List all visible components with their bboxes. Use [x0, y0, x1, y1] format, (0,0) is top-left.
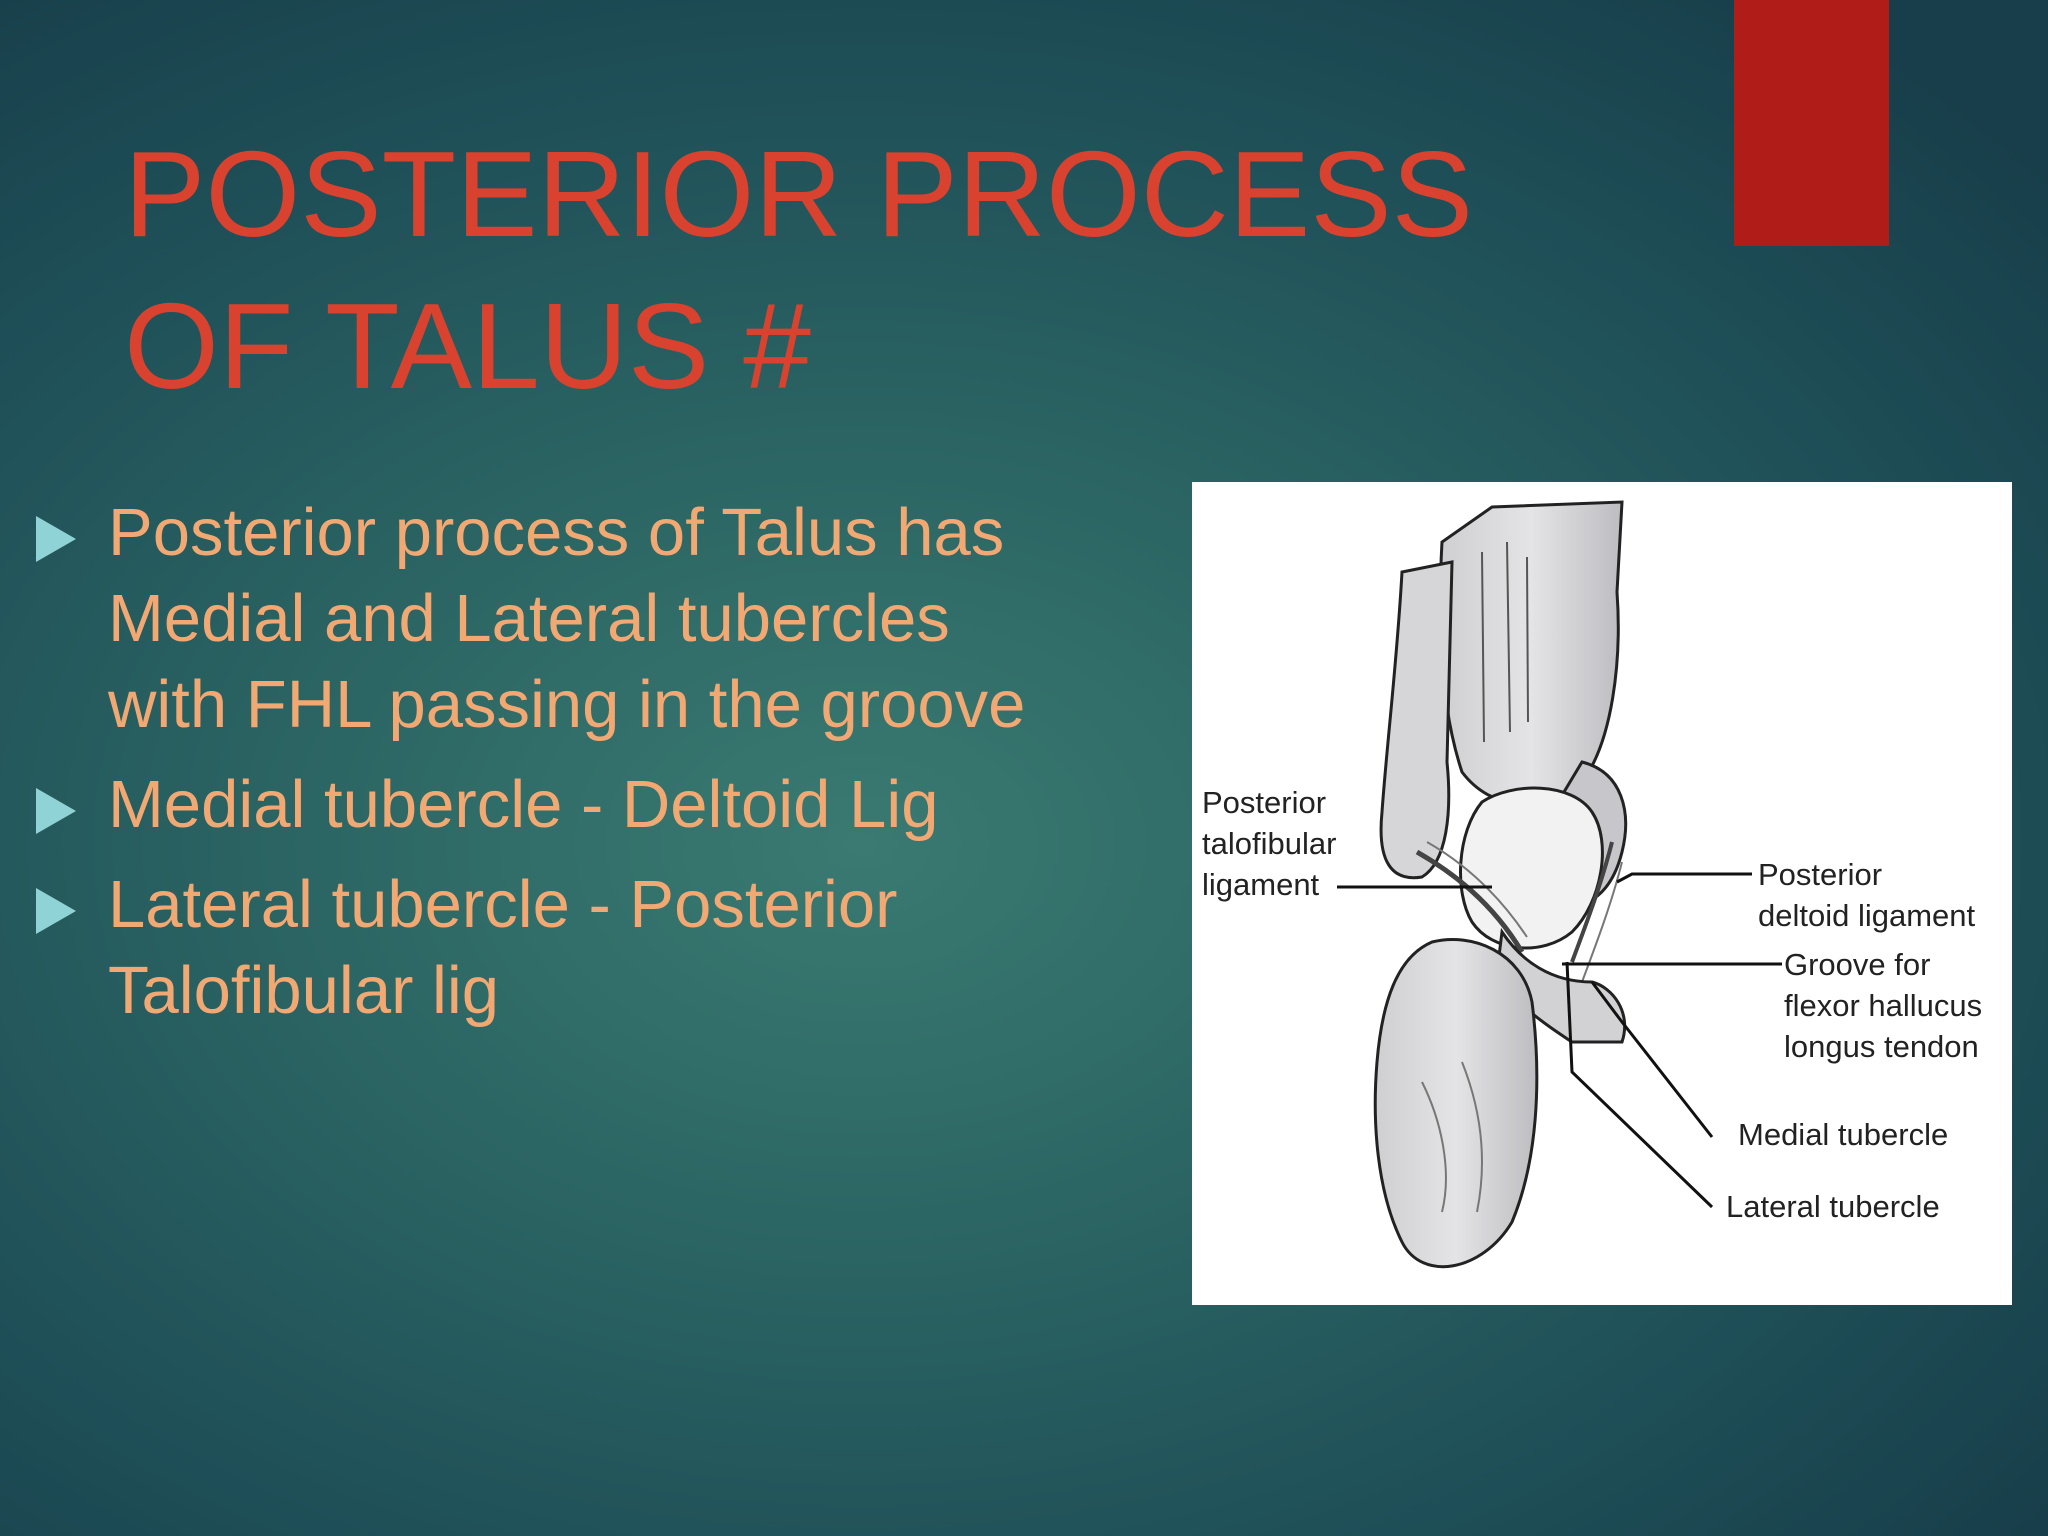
- fibula-bone: [1379, 560, 1454, 880]
- bullet-text-line: Talofibular lig: [108, 953, 500, 1028]
- accent-bar: [1734, 0, 1889, 246]
- bullet-item: Posterior process of Talus has Medial an…: [30, 490, 1170, 748]
- ankle-illustration: [1337, 500, 1782, 1269]
- label-posterior-deltoid-ligament: Posterior deltoid ligament: [1758, 857, 1976, 933]
- bullet-text-line: Lateral tubercle - Posterior: [108, 867, 898, 942]
- talus-bone: [1459, 786, 1604, 950]
- label-groove-for-fhl: Groove for flexor hallucus longus tendon: [1784, 947, 1983, 1064]
- calcaneus-bone: [1373, 938, 1539, 1269]
- label-lateral-tubercle: Lateral tubercle: [1726, 1189, 1940, 1224]
- triangle-bullet-icon: [36, 888, 76, 934]
- tibia-bone: [1438, 500, 1624, 805]
- bullet-text-line: Medial tubercle - Deltoid Lig: [108, 767, 939, 842]
- bullet-text-line: with FHL passing in the groove: [108, 667, 1026, 742]
- ankle-anatomy-figure: Posterior talofibular ligament Posterior…: [1192, 482, 2012, 1305]
- label-posterior-talofibular-ligament: Posterior talofibular ligament: [1202, 785, 1337, 902]
- bullet-text-line: Posterior process of Talus has: [108, 495, 1005, 570]
- slide-title: POSTERIOR PROCESS OF TALUS #: [124, 118, 1684, 422]
- posterior-talofibular-ligament: [1415, 849, 1525, 954]
- triangle-bullet-icon: [36, 788, 76, 834]
- triangle-bullet-icon: [36, 516, 76, 562]
- posterior-deltoid-ligament: [1570, 841, 1614, 963]
- slide-title-line-1: POSTERIOR PROCESS: [124, 126, 1474, 262]
- slide-title-line-2: OF TALUS #: [124, 278, 812, 414]
- bullet-list: Posterior process of Talus has Medial an…: [30, 490, 1170, 1048]
- bullet-text-line: Medial and Lateral tubercles: [108, 581, 950, 656]
- bullet-item: Medial tubercle - Deltoid Lig: [30, 762, 1170, 848]
- bullet-item: Lateral tubercle - Posterior Talofibular…: [30, 862, 1170, 1034]
- label-medial-tubercle: Medial tubercle: [1738, 1117, 1949, 1152]
